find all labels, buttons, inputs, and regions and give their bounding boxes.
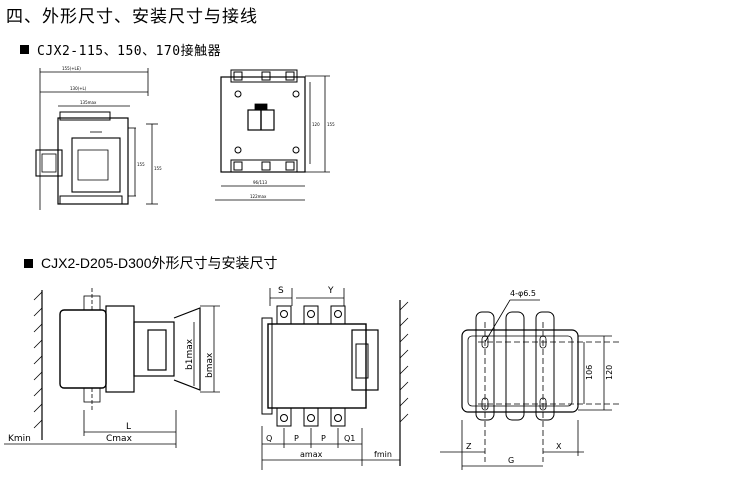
label-y: Y: [327, 286, 334, 296]
bullet-square-icon: [20, 45, 29, 54]
subheading-model-text: CJX2-D205-D300: [41, 255, 152, 271]
label-g: G: [508, 456, 514, 465]
drawing-115-front-view: [215, 69, 330, 201]
bullet-square-icon: [24, 258, 33, 268]
dim-155-a: 155: [137, 162, 145, 167]
label-cmax: Cmax: [106, 434, 133, 444]
label-holes: 4-φ6.5: [510, 289, 536, 298]
subheading-cjx2-115: CJX2-115、150、170接触器: [20, 40, 221, 59]
label-bmax: bmax: [205, 352, 215, 378]
label-106: 106: [585, 365, 594, 380]
label-120: 120: [605, 365, 614, 380]
section-heading: 四、外形尺寸、安装尺寸与接线: [6, 7, 258, 27]
label-p-2: P: [321, 434, 326, 443]
dim-120: 120: [312, 122, 320, 127]
label-p-1: P: [294, 434, 299, 443]
label-l: L: [126, 422, 131, 432]
subheading-desc-text: 外形尺寸与安装尺寸: [151, 256, 278, 272]
drawing-d205-labels: Kmin L Cmax b1max bmax S Y Q P P Q1 amax…: [8, 286, 614, 465]
dim-130-l: 130(+L): [70, 86, 87, 91]
dim-96-113: 96/113: [253, 180, 268, 185]
label-b1max: b1max: [185, 338, 195, 370]
dim-155-le: 155(+LE): [62, 66, 81, 71]
label-q: Q: [266, 434, 272, 443]
label-z: Z: [466, 442, 472, 451]
subheading-text: CJX2-115、150、170接触器: [37, 44, 222, 59]
drawing-115-side-view: [35, 68, 158, 210]
dim-155-c: 155: [327, 122, 335, 127]
label-s: S: [278, 286, 284, 296]
dim-155-b: 155: [154, 166, 162, 171]
label-q1: Q1: [344, 434, 355, 443]
subheading-cjx2-d205: CJX2-D205-D300 外形尺寸与安装尺寸: [24, 253, 278, 273]
dim-135max: 135max: [80, 100, 97, 105]
dim-122max: 122max: [250, 194, 267, 199]
label-fmin: fmin: [374, 450, 392, 459]
drawing-115-labels: 155(+LE) 130(+L) 135max 155 155 96/113 1…: [62, 66, 335, 199]
label-amax: amax: [300, 450, 323, 459]
drawing-d205-mounting-view: [440, 299, 620, 470]
drawing-d205-front-view: [261, 288, 409, 470]
label-kmin: Kmin: [8, 434, 31, 444]
drawing-d205-side-view: [4, 288, 220, 448]
label-x: X: [556, 442, 562, 451]
